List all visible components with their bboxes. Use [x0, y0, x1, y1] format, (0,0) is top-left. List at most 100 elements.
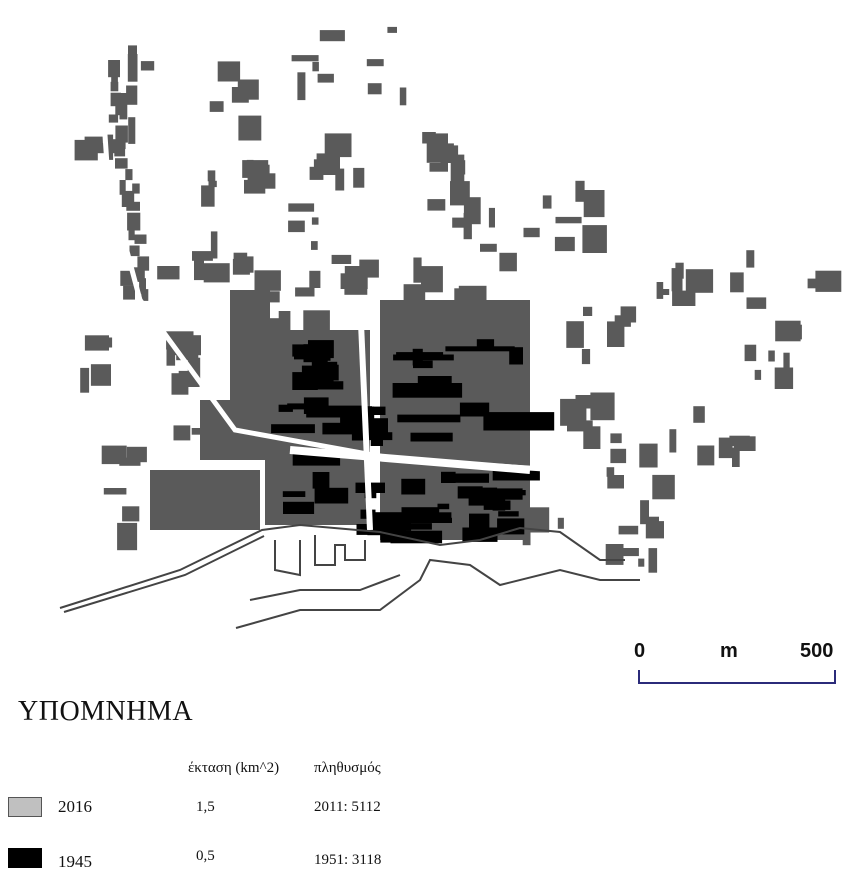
built-block-2016	[111, 70, 118, 87]
built-block-2016	[620, 306, 637, 323]
built-block-2016	[278, 311, 291, 336]
built-block-2016	[685, 269, 714, 293]
built-block-2016	[730, 272, 744, 293]
built-block-2016	[421, 266, 443, 293]
legend-header-area: έκταση (km^2)	[188, 760, 280, 776]
built-block-2016	[581, 349, 591, 365]
built-block-2016	[422, 132, 436, 144]
built-block-1945	[313, 346, 331, 361]
built-block-2016	[127, 54, 138, 82]
built-block-2016	[583, 190, 605, 218]
settlement-map	[59, 26, 842, 629]
built-block-2016	[607, 475, 624, 489]
built-block-2016	[231, 87, 249, 103]
built-block-2016	[101, 445, 127, 465]
built-block-2016	[288, 203, 315, 212]
built-block-1945	[437, 503, 450, 510]
built-block-2016	[122, 506, 140, 522]
built-block-2016	[607, 321, 625, 347]
built-block-2016	[317, 73, 334, 83]
built-block-2016	[567, 420, 593, 432]
legend-title: ΥΠΟΜΝΗΜΑ	[18, 696, 194, 727]
built-block-1945	[363, 406, 386, 415]
built-block-2016	[612, 548, 639, 557]
legend-year: 1945	[58, 852, 92, 871]
built-block-2016	[189, 352, 199, 359]
built-block-1945	[401, 478, 426, 495]
built-block-2016	[645, 521, 664, 539]
built-block-2016	[115, 103, 125, 116]
built-block-2016	[783, 352, 790, 376]
built-block-2016	[74, 139, 98, 161]
legend-header-population: πληθυσμός	[314, 760, 381, 776]
built-block-2016	[119, 136, 126, 150]
scale-zero-label: 0	[634, 640, 646, 662]
built-area-1945	[271, 339, 555, 544]
built-block-2016	[605, 544, 624, 565]
built-block-2016	[454, 288, 468, 306]
legend-area: 0,5	[196, 848, 215, 864]
built-block-1945	[297, 381, 344, 390]
built-block-2016	[754, 369, 762, 380]
built-block-1945	[392, 383, 463, 398]
built-block-2016	[191, 428, 219, 435]
built-block-2016	[134, 234, 147, 244]
built-block-2016	[128, 223, 135, 241]
built-block-2016	[640, 500, 649, 525]
built-block-2016	[217, 61, 241, 82]
built-block-2016	[233, 252, 248, 268]
built-block-2016	[117, 522, 138, 551]
built-block-2016	[309, 270, 321, 288]
built-block-1945	[292, 372, 318, 390]
built-block-2016	[210, 231, 218, 259]
built-block-2016	[208, 180, 217, 188]
legend-year: 2016	[58, 797, 92, 816]
built-block-2016	[128, 45, 137, 57]
legend-population: 1951: 3118	[314, 852, 382, 868]
built-block-1945	[271, 424, 315, 434]
built-block-2016	[647, 516, 659, 524]
built-block-1945	[413, 360, 433, 369]
built-block-2016	[91, 375, 109, 384]
built-block-2016	[672, 290, 696, 306]
built-block-2016	[693, 406, 705, 423]
built-block-2016	[671, 268, 683, 292]
built-block-2016	[648, 548, 658, 573]
built-block-2016	[128, 117, 136, 144]
built-block-1945	[366, 432, 393, 441]
scale-line	[638, 670, 836, 684]
built-block-2016	[697, 445, 715, 466]
built-block-2016	[103, 488, 127, 495]
built-block-2016	[340, 273, 368, 289]
built-block-2016	[450, 154, 465, 183]
scale-unit-label: m	[720, 640, 738, 662]
built-block-2016	[288, 220, 305, 233]
built-block-2016	[246, 159, 254, 167]
built-block-1945	[417, 376, 452, 384]
built-block-2016	[427, 199, 446, 211]
built-block-2016	[583, 426, 601, 449]
built-block-1945	[410, 523, 432, 530]
built-block-2016	[110, 92, 121, 107]
built-block-2016	[129, 245, 140, 257]
built-block-2016	[80, 367, 90, 393]
built-block-2016	[95, 143, 123, 154]
built-block-2016	[746, 250, 755, 268]
scale-max-label: 500	[800, 640, 834, 662]
built-block-1945	[483, 500, 511, 510]
built-block-2016	[150, 470, 260, 530]
built-block-1945	[469, 513, 490, 532]
built-block-2016	[610, 433, 622, 444]
built-block-2016	[303, 310, 330, 335]
built-block-2016	[403, 284, 426, 305]
built-block-2016	[542, 195, 552, 209]
built-block-2016	[110, 81, 119, 92]
built-block-2016	[656, 282, 664, 299]
built-block-2016	[733, 436, 756, 451]
built-block-2016	[387, 26, 397, 33]
built-block-2016	[718, 437, 733, 459]
built-block-2016	[114, 147, 126, 157]
built-block-2016	[432, 133, 448, 159]
built-block-1945	[282, 491, 306, 497]
built-block-2016	[522, 521, 531, 546]
